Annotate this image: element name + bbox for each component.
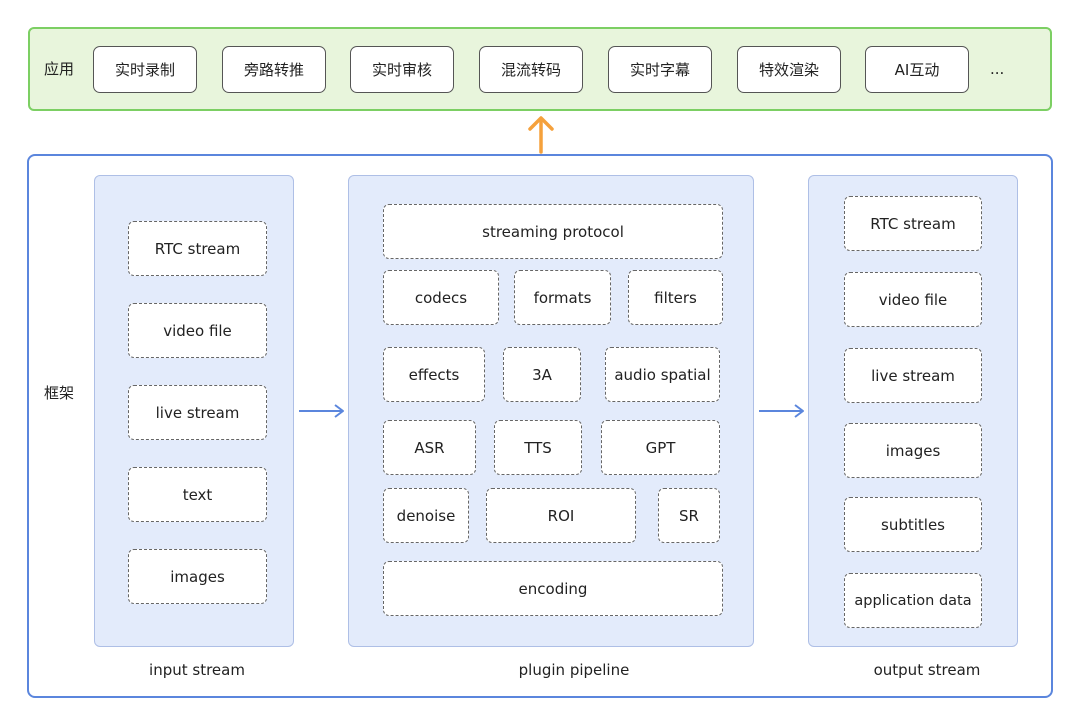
plugin-tts: TTS: [494, 420, 582, 475]
input-video-file: video file: [128, 303, 267, 358]
framework-layer-label: 框架: [44, 384, 75, 402]
input-rtc-stream: RTC stream: [128, 221, 267, 276]
app-item-ai-interaction: AI互动: [865, 46, 969, 93]
plugin-roi: ROI: [486, 488, 636, 543]
plugin-encoding: encoding: [383, 561, 723, 616]
output-rtc-stream: RTC stream: [844, 196, 982, 251]
plugin-streaming-protocol: streaming protocol: [383, 204, 723, 259]
application-layer-label: 应用: [44, 60, 75, 78]
app-item-bypass-push: 旁路转推: [222, 46, 326, 93]
output-live-stream: live stream: [844, 348, 982, 403]
app-item-mix-transcode: 混流转码: [479, 46, 583, 93]
output-stream-column: [808, 175, 1018, 647]
plugin-gpt: GPT: [601, 420, 720, 475]
plugin-asr: ASR: [383, 420, 476, 475]
plugin-codecs: codecs: [383, 270, 499, 325]
app-item-effects-render: 特效渲染: [737, 46, 841, 93]
output-video-file: video file: [844, 272, 982, 327]
plugin-audio-spatial: audio spatial: [605, 347, 720, 402]
app-more-ellipsis: ...: [990, 60, 1005, 78]
flow-arrow-right-icon: [299, 404, 344, 418]
output-images: images: [844, 423, 982, 478]
app-item-realtime-subtitles: 实时字幕: [608, 46, 712, 93]
input-live-stream: live stream: [128, 385, 267, 440]
plugin-pipeline-caption: plugin pipeline: [518, 661, 630, 679]
plugin-sr: SR: [658, 488, 720, 543]
input-text: text: [128, 467, 267, 522]
plugin-denoise: denoise: [383, 488, 469, 543]
plugin-filters: filters: [628, 270, 723, 325]
input-stream-caption: input stream: [149, 661, 245, 679]
output-application-data: application data: [844, 573, 982, 628]
flow-arrow-right-icon: [759, 404, 804, 418]
plugin-3a: 3A: [503, 347, 581, 402]
plugin-formats: formats: [514, 270, 611, 325]
input-images: images: [128, 549, 267, 604]
up-arrow-icon: [528, 116, 554, 154]
output-subtitles: subtitles: [844, 497, 982, 552]
output-stream-caption: output stream: [873, 661, 981, 679]
app-item-realtime-recording: 实时录制: [93, 46, 197, 93]
app-item-realtime-review: 实时审核: [350, 46, 454, 93]
plugin-effects: effects: [383, 347, 485, 402]
